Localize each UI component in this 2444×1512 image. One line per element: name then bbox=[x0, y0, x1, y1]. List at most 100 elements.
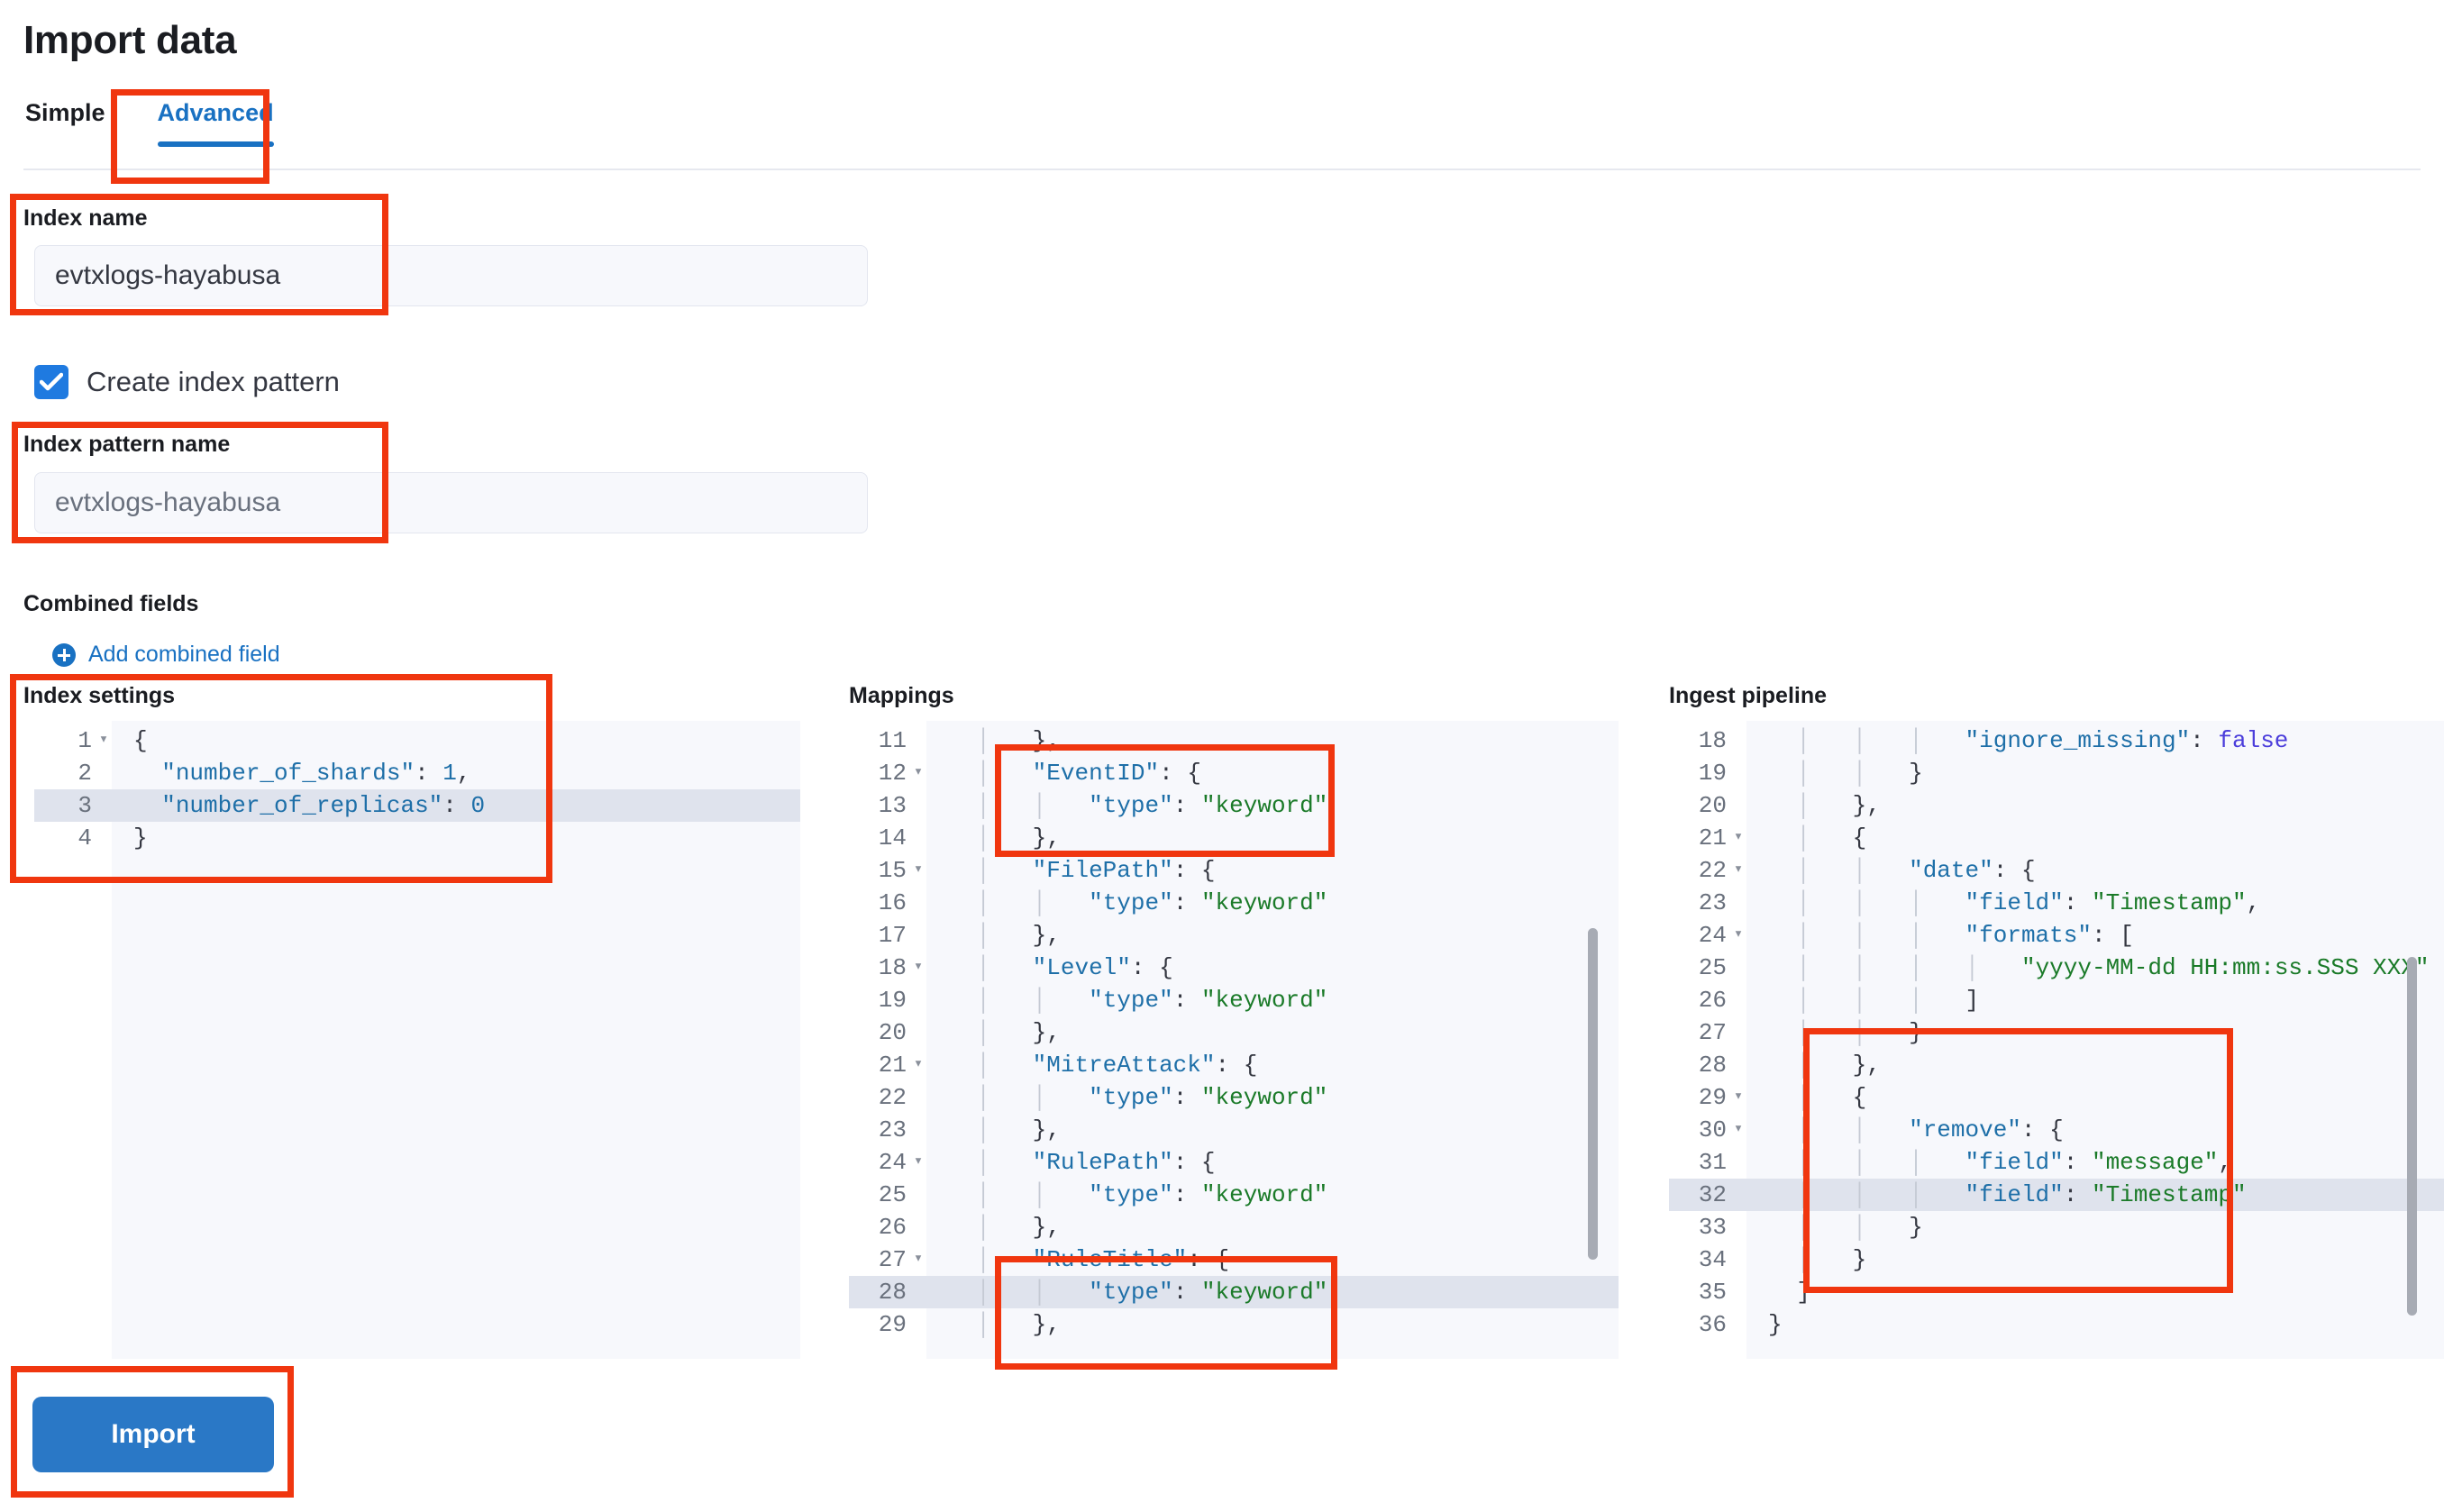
create-index-pattern-checkbox[interactable] bbox=[34, 365, 68, 399]
plus-circle-icon bbox=[52, 642, 76, 667]
code-text: │ │ │ "field": "Timestamp" bbox=[1796, 1181, 2247, 1208]
index-settings-code[interactable]: 1▾{2 "number_of_shards": 1,3 "number_of_… bbox=[34, 721, 800, 1359]
fold-arrow-icon[interactable]: ▾ bbox=[913, 764, 924, 781]
fold-arrow-icon[interactable]: ▾ bbox=[1733, 1088, 1744, 1106]
fold-arrow-icon[interactable]: ▾ bbox=[1733, 829, 1744, 846]
add-combined-field-button[interactable]: Add combined field bbox=[52, 642, 280, 668]
index-name-input[interactable]: evtxlogs-hayabusa bbox=[34, 245, 868, 306]
code-text: │ }, bbox=[976, 922, 1061, 949]
mappings-code[interactable]: 11 │ },12▾ │ "EventID": {13 │ │ "type": … bbox=[849, 721, 1619, 1359]
line-number: 1 bbox=[78, 727, 92, 754]
code-text: │ │ │ ] bbox=[1796, 987, 1980, 1014]
code-text: │ │ "type": "keyword" bbox=[976, 889, 1328, 916]
code-text: │ "RuleTitle": { bbox=[976, 1246, 1230, 1273]
mappings-gutter-strip bbox=[926, 721, 946, 1359]
code-text: } bbox=[133, 824, 148, 852]
line-number: 19 bbox=[878, 987, 907, 1014]
tab-divider bbox=[23, 169, 2421, 170]
line-number: 28 bbox=[1698, 1052, 1727, 1079]
code-text: "number_of_replicas": 0 bbox=[161, 792, 486, 819]
line-number: 3 bbox=[78, 792, 92, 819]
fold-arrow-icon[interactable]: ▾ bbox=[1733, 861, 1744, 879]
code-text: │ "FilePath": { bbox=[976, 857, 1216, 884]
mappings-scrollbar[interactable] bbox=[1588, 928, 1598, 1260]
line-number: 20 bbox=[1698, 792, 1727, 819]
code-text: │ "MitreAttack": { bbox=[976, 1052, 1258, 1079]
code-text: │ │ "type": "keyword" bbox=[976, 1181, 1328, 1208]
line-number: 23 bbox=[1698, 889, 1727, 916]
code-line: 28 │ │ "type": "keyword" bbox=[849, 1276, 1619, 1308]
code-text: │ "RulePath": { bbox=[976, 1149, 1216, 1176]
line-number: 12 bbox=[878, 760, 907, 787]
code-text: │ { bbox=[1796, 824, 1867, 852]
line-number: 31 bbox=[1698, 1149, 1727, 1176]
code-text: │ }, bbox=[976, 824, 1061, 852]
index-pattern-name-input[interactable]: evtxlogs-hayabusa bbox=[34, 472, 868, 533]
ingest-pipeline-title: Ingest pipeline bbox=[1669, 683, 1828, 708]
code-text: │ │ │ │ "yyyy-MM-dd HH:mm:ss.SSS XXX" bbox=[1796, 954, 2430, 981]
line-number: 25 bbox=[1698, 954, 1727, 981]
code-text: │ }, bbox=[976, 1214, 1061, 1241]
code-text: │ }, bbox=[976, 727, 1061, 754]
index-settings-editor[interactable]: 1▾{2 "number_of_shards": 1,3 "number_of_… bbox=[34, 721, 800, 1359]
line-number: 30 bbox=[1698, 1116, 1727, 1143]
fold-arrow-icon[interactable]: ▾ bbox=[913, 861, 924, 879]
fold-arrow-icon[interactable]: ▾ bbox=[1733, 1121, 1744, 1138]
index-pattern-name-label: Index pattern name bbox=[23, 432, 231, 457]
line-number: 23 bbox=[878, 1116, 907, 1143]
index-settings-gutter bbox=[34, 721, 113, 1359]
line-number: 22 bbox=[1698, 857, 1727, 884]
tab-bar: Simple Advanced bbox=[23, 96, 301, 147]
code-text: │ │ │ "field": "Timestamp", bbox=[1796, 889, 2261, 916]
ingest-pipeline-scrollbar[interactable] bbox=[2407, 957, 2417, 1316]
line-number: 35 bbox=[1698, 1279, 1727, 1306]
ingest-pipeline-code[interactable]: 18 │ │ │ "ignore_missing": false 19 │ │ }… bbox=[1669, 721, 2444, 1359]
fold-arrow-icon[interactable]: ▾ bbox=[913, 1153, 924, 1170]
ingest-pipeline-editor[interactable]: 18 │ │ │ "ignore_missing": false 19 │ │ }… bbox=[1669, 721, 2444, 1359]
code-line: 32 │ │ │ "field": "Timestamp" bbox=[1669, 1179, 2444, 1211]
code-text: │ │ "date": { bbox=[1796, 857, 2036, 884]
code-text: │ │ "remove": { bbox=[1796, 1116, 2064, 1143]
line-number: 19 bbox=[1698, 760, 1727, 787]
code-text: { bbox=[133, 727, 148, 754]
line-number: 24 bbox=[1698, 922, 1727, 949]
code-text: │ }, bbox=[976, 1311, 1061, 1338]
tab-simple[interactable]: Simple bbox=[25, 99, 105, 126]
create-index-pattern-row[interactable]: Create index pattern bbox=[34, 365, 340, 399]
line-number: 29 bbox=[1698, 1084, 1727, 1111]
line-number: 13 bbox=[878, 792, 907, 819]
combined-fields-label: Combined fields bbox=[23, 591, 199, 616]
mappings-editor[interactable]: 11 │ },12▾ │ "EventID": {13 │ │ "type": … bbox=[849, 721, 1619, 1359]
code-line: 3 "number_of_replicas": 0 bbox=[34, 789, 800, 822]
tab-advanced[interactable]: Advanced bbox=[131, 96, 301, 147]
fold-arrow-icon[interactable]: ▾ bbox=[98, 732, 109, 749]
line-number: 27 bbox=[878, 1246, 907, 1273]
line-number: 20 bbox=[878, 1019, 907, 1046]
line-number: 32 bbox=[1698, 1181, 1727, 1208]
fold-arrow-icon[interactable]: ▾ bbox=[1733, 926, 1744, 943]
line-number: 15 bbox=[878, 857, 907, 884]
line-number: 21 bbox=[878, 1052, 907, 1079]
code-text: │ │ } bbox=[1796, 1214, 1923, 1241]
line-number: 22 bbox=[878, 1084, 907, 1111]
code-text: │ │ "type": "keyword" bbox=[976, 792, 1328, 819]
line-number: 17 bbox=[878, 922, 907, 949]
page-title: Import data bbox=[23, 18, 237, 62]
fold-arrow-icon[interactable]: ▾ bbox=[913, 1056, 924, 1073]
code-text: │ │ │ "ignore_missing": false bbox=[1796, 727, 2289, 754]
fold-arrow-icon[interactable]: ▾ bbox=[913, 959, 924, 976]
code-text: │ │ "type": "keyword" bbox=[976, 1084, 1328, 1111]
line-number: 18 bbox=[1698, 727, 1727, 754]
code-text: │ "EventID": { bbox=[976, 760, 1201, 787]
code-text: │ │ │ "field": "message", bbox=[1796, 1149, 2233, 1176]
create-index-pattern-label: Create index pattern bbox=[87, 366, 340, 397]
code-text: │ }, bbox=[976, 1116, 1061, 1143]
code-text: │ │ │ "formats": [ bbox=[1796, 922, 2134, 949]
index-settings-title: Index settings bbox=[23, 683, 176, 708]
import-button[interactable]: Import bbox=[32, 1397, 274, 1472]
check-icon bbox=[40, 372, 63, 391]
line-number: 36 bbox=[1698, 1311, 1727, 1338]
fold-arrow-icon[interactable]: ▾ bbox=[913, 1251, 924, 1268]
line-number: 33 bbox=[1698, 1214, 1727, 1241]
